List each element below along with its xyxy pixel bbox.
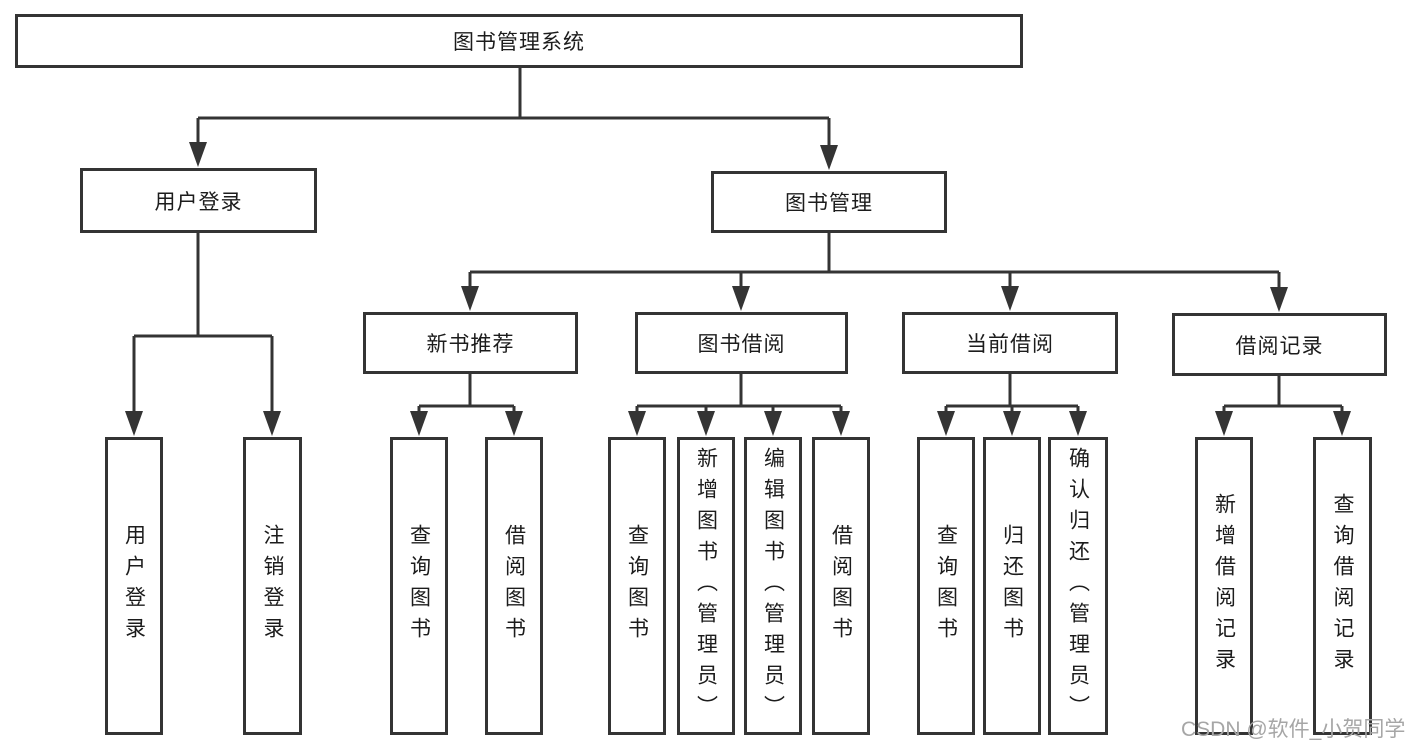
arrowhead-icon	[263, 411, 281, 436]
node-user-login: 用户登录	[80, 168, 317, 233]
connector-borrow-records-branch	[1222, 376, 1344, 421]
arrowhead-icon	[410, 411, 428, 436]
leaf-borrow-books-borrowing-label: 借阅图书	[829, 524, 853, 648]
arrowhead-icon	[505, 411, 523, 436]
arrowhead-icon	[125, 411, 143, 436]
arrowhead-icon	[628, 411, 646, 436]
leaf-query-books-borrowing: 查询图书	[608, 437, 666, 735]
node-new-book-recommendation-label: 新书推荐	[426, 333, 515, 356]
node-borrowing-records: 借阅记录	[1172, 313, 1387, 376]
connector-new-book-branch	[417, 374, 516, 421]
arrowhead-icon	[189, 142, 207, 167]
arrowhead-icon	[732, 286, 750, 311]
connector-book-mgmt-branch	[468, 233, 1281, 296]
node-book-borrowing: 图书借阅	[635, 312, 848, 374]
arrowhead-icon	[1215, 411, 1233, 436]
leaf-query-books-borrowing-label: 查询图书	[625, 524, 649, 648]
leaf-borrow-books-borrowing: 借阅图书	[812, 437, 870, 735]
node-book-management-label: 图书管理	[785, 192, 873, 215]
leaf-logout: 注销登录	[243, 437, 302, 735]
arrowhead-icon	[1001, 286, 1019, 311]
node-book-management: 图书管理	[711, 171, 947, 233]
leaf-return-books-label: 归还图书	[1000, 524, 1024, 648]
node-root-label: 图书管理系统	[453, 31, 585, 54]
leaf-edit-books-admin-label: 编辑图书（管理员）	[761, 446, 785, 726]
node-borrowing-records-label: 借阅记录	[1235, 334, 1324, 358]
node-user-login-label: 用户登录	[154, 190, 243, 214]
node-book-borrowing-label: 图书借阅	[697, 333, 786, 356]
leaf-return-books: 归还图书	[983, 437, 1041, 735]
leaf-add-borrow-record-label: 新增借阅记录	[1212, 493, 1236, 679]
leaf-logout-label: 注销登录	[261, 524, 284, 648]
leaf-query-books-recommend-label: 查询图书	[407, 524, 431, 648]
leaf-user-login-label: 用户登录	[122, 524, 146, 648]
arrowhead-icon	[820, 145, 838, 170]
arrowhead-icon	[697, 411, 715, 436]
arrowhead-icon	[461, 286, 479, 311]
connector-stems	[132, 68, 1344, 421]
connector-root-branch	[196, 68, 831, 155]
node-current-borrowing-label: 当前借阅	[966, 333, 1054, 356]
node-root: 图书管理系统	[15, 14, 1023, 68]
leaf-borrow-books-recommend: 借阅图书	[485, 437, 543, 735]
leaf-edit-books-admin: 编辑图书（管理员）	[744, 437, 802, 735]
leaf-query-books-current-label: 查询图书	[934, 524, 958, 648]
leaf-add-books-admin: 新增图书（管理员）	[677, 437, 735, 735]
leaf-query-books-current: 查询图书	[917, 437, 975, 735]
leaf-query-books-recommend: 查询图书	[390, 437, 448, 735]
leaf-add-borrow-record: 新增借阅记录	[1195, 437, 1253, 735]
csdn-watermark: CSDN @软件_小贺同学	[1181, 718, 1405, 741]
leaf-confirm-return-admin: 确认归还（管理员）	[1048, 437, 1108, 735]
arrowhead-icon	[937, 411, 955, 436]
leaf-query-borrow-record: 查询借阅记录	[1313, 437, 1372, 735]
node-new-book-recommendation: 新书推荐	[363, 312, 578, 374]
node-current-borrowing: 当前借阅	[902, 312, 1118, 374]
arrowhead-icon	[1333, 411, 1351, 436]
leaf-confirm-return-admin-label: 确认归还（管理员）	[1066, 446, 1090, 726]
arrowhead-icon	[1003, 411, 1021, 436]
arrowhead-icon	[1270, 287, 1288, 312]
leaf-add-books-admin-label: 新增图书（管理员）	[694, 446, 718, 726]
connector-user-login-branch	[132, 233, 274, 421]
leaf-user-login: 用户登录	[105, 437, 163, 735]
arrowhead-icon	[764, 411, 782, 436]
connector-book-borrow-branch	[635, 374, 843, 421]
arrowhead-icon	[832, 411, 850, 436]
arrowheads	[125, 142, 1351, 436]
leaf-borrow-books-recommend-label: 借阅图书	[502, 524, 526, 648]
leaf-query-borrow-record-label: 查询借阅记录	[1331, 493, 1354, 679]
arrowhead-icon	[1069, 411, 1087, 436]
